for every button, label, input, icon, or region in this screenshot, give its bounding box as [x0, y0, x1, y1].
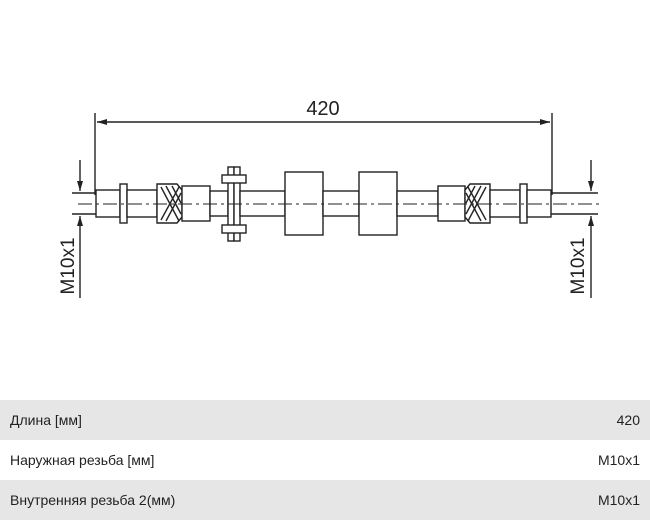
spec-row-outer-thread: Наружная резьба [мм] M10x1 [0, 440, 650, 480]
spec-value: 420 [616, 412, 640, 428]
spec-value: M10x1 [597, 452, 640, 468]
spec-row-length: Длина [мм] 420 [0, 400, 650, 440]
thread-callout-left [72, 160, 120, 298]
thread-left-label: M10x1 [58, 237, 79, 294]
spec-label: Длина [мм] [10, 412, 82, 428]
spec-label: Наружная резьба [мм] [10, 452, 155, 468]
spec-row-inner-thread: Внутренняя резьба 2(мм) M10x1 [0, 480, 650, 520]
spec-table: Длина [мм] 420 Наружная резьба [мм] M10x… [0, 400, 650, 520]
thread-right-label: M10x1 [568, 237, 589, 294]
spec-label: Внутренняя резьба 2(мм) [10, 492, 176, 508]
length-dimension [94, 113, 553, 195]
length-label: 420 [306, 98, 339, 120]
spec-value: M10x1 [597, 492, 640, 508]
brake-hose-drawing: 420 M10x1 M10x1 [58, 98, 600, 298]
